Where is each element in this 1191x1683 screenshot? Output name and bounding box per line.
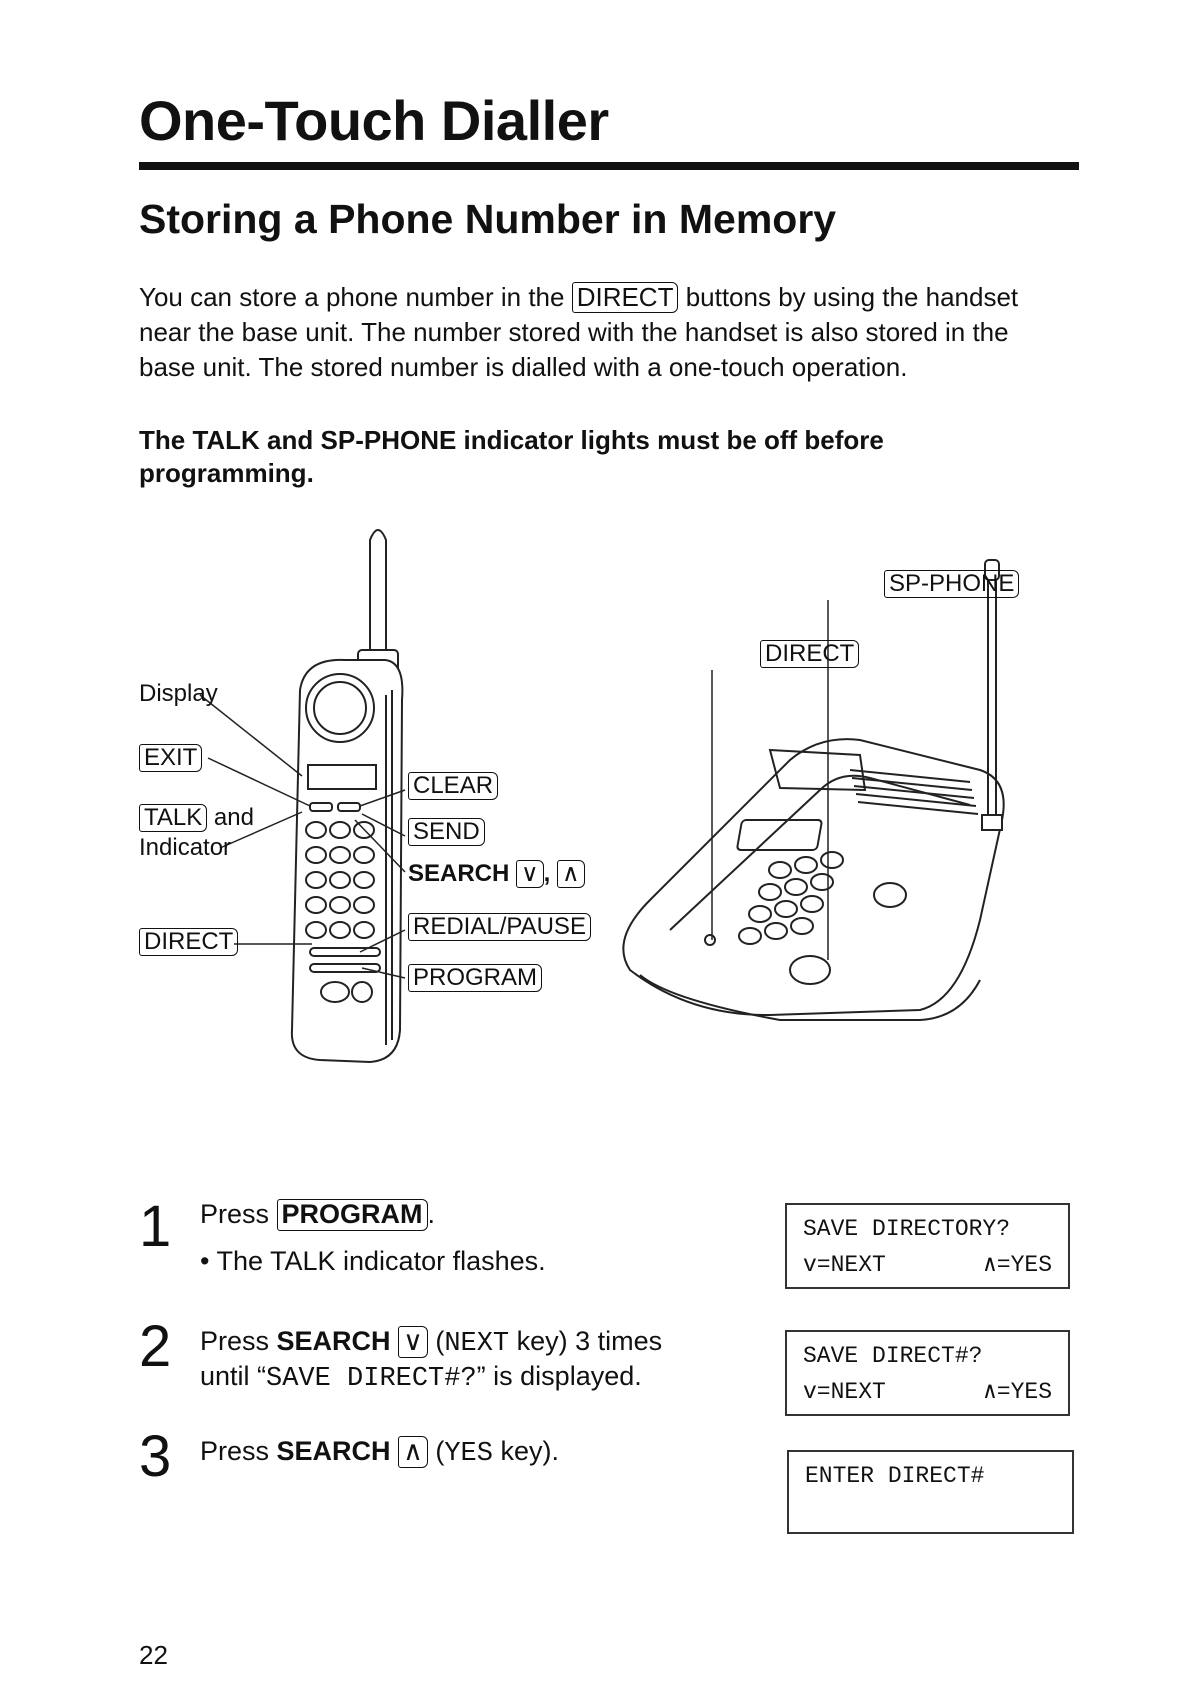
warning-text: The TALK and SP-PHONE indicator lights m… [139, 425, 884, 488]
search-up-key: ∧ [398, 1436, 428, 1468]
step-2-instruction: Press SEARCH ∨ (NEXT key) 3 times [200, 1326, 663, 1359]
step-3-instruction: Press SEARCH ∧ (YES key). [200, 1436, 559, 1469]
step-1-instruction: Press PROGRAM. [200, 1199, 436, 1231]
talk-key: TALK [139, 804, 208, 833]
clear-label: CLEAR [408, 772, 499, 801]
step-1-note: • The TALK indicator flashes. [200, 1246, 546, 1276]
base-direct-label: DIRECT [760, 640, 860, 669]
intro-paragraph: You can store a phone number in the DIRE… [139, 282, 1019, 382]
sp-phone-key: SP-PHONE [884, 570, 1020, 599]
send-key: SEND [408, 818, 485, 847]
display-label: Display [139, 680, 218, 707]
search-down-icon: ∨ [516, 860, 544, 889]
page-title: One-Touch Dialler [139, 89, 609, 152]
handset-direct-label: DIRECT [139, 928, 239, 957]
step-2-condition: until “SAVE DIRECT#?” is displayed. [200, 1361, 642, 1394]
program-label: PROGRAM [408, 964, 543, 993]
handset-direct-key: DIRECT [139, 928, 239, 957]
display-save-direct: SAVE DIRECT#? v=NEXT∧=YES [785, 1330, 1070, 1416]
program-key-figure: PROGRAM [408, 964, 543, 993]
step-2-number: 2 [139, 1314, 172, 1379]
title-rule [139, 162, 1079, 170]
indicator-label: Indicator [139, 834, 232, 861]
step-1-number: 1 [139, 1194, 172, 1259]
exit-label: EXIT [139, 744, 203, 773]
send-label: SEND [408, 818, 485, 847]
search-up-icon: ∧ [556, 860, 585, 889]
redial-pause-key: REDIAL/PAUSE [408, 913, 591, 942]
exit-key: EXIT [139, 744, 203, 773]
program-key: PROGRAM [276, 1199, 428, 1231]
sp-phone-label: SP-PHONE [884, 570, 1020, 599]
base-direct-key: DIRECT [760, 640, 860, 669]
phone-illustration [199, 529, 1005, 1064]
direct-key: DIRECT [571, 282, 679, 313]
clear-key: CLEAR [408, 772, 499, 801]
section-heading: Storing a Phone Number in Memory [139, 196, 837, 242]
step-3-number: 3 [139, 1424, 172, 1489]
search-down-key: ∨ [398, 1326, 428, 1358]
redial-label: REDIAL/PAUSE [408, 913, 591, 942]
page-number: 22 [139, 1640, 168, 1670]
search-label: SEARCH ∨, ∧ [408, 860, 585, 889]
display-enter-direct: ENTER DIRECT# [787, 1450, 1074, 1534]
talk-label: TALK and [139, 804, 254, 833]
display-save-directory: SAVE DIRECTORY? v=NEXT∧=YES [785, 1203, 1070, 1289]
